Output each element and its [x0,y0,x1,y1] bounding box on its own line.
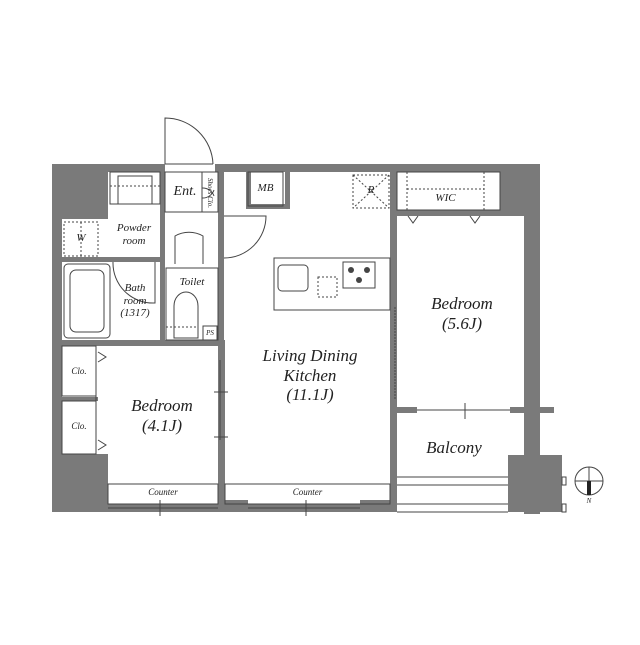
bathroom-label: Bath room (1317) [110,282,160,320]
bedroom-large-label: Bedroom (5.6J) [400,294,524,333]
compass-north-label: N [586,497,592,505]
bedroom-large-line2: (5.6J) [441,313,483,333]
bedroom-small-line1: Bedroom [131,396,193,415]
wic-label: WIC [435,192,456,204]
powder-room-line1: Powder [116,222,152,234]
bedroom-small-label: Bedroom (4.1J) [110,396,214,435]
ldk-label: Living Dining Kitchen (11.1J) [240,346,380,405]
pipe-space-label: PS [206,329,214,337]
bedroom-small-line2: (4.1J) [141,415,183,435]
closet-1-label: Clo. [71,366,87,376]
balcony-label: Balcony [426,438,482,457]
compass-icon [574,466,604,496]
powder-room-line2: room [122,234,146,247]
toilet-label: Toilet [179,276,205,288]
walls [52,164,562,514]
stove-icon [348,267,370,283]
ldk-line3: (11.1J) [286,385,334,405]
closet-2-label: Clo. [71,421,87,431]
bathroom-line3: (1317) [120,307,150,320]
ldk-line1: Living Dining [262,346,358,365]
bathroom-line2: room [123,294,147,307]
bathroom-line1: Bath [124,282,146,294]
refrigerator-label: R [367,184,375,196]
entrance-label: Ent. [173,184,197,199]
powder-room-label: Powder room [110,222,158,247]
fixtures [61,117,567,516]
washer-label: W [76,232,86,244]
counter-right-label: Counter [292,487,323,497]
bedroom-large-line1: Bedroom [431,294,493,313]
shoes-closet-label: Shoes Clo. [206,178,215,208]
ldk-line2: Kitchen [283,365,337,385]
counter-left-label: Counter [148,487,178,497]
meter-box-label: MB [257,182,274,194]
